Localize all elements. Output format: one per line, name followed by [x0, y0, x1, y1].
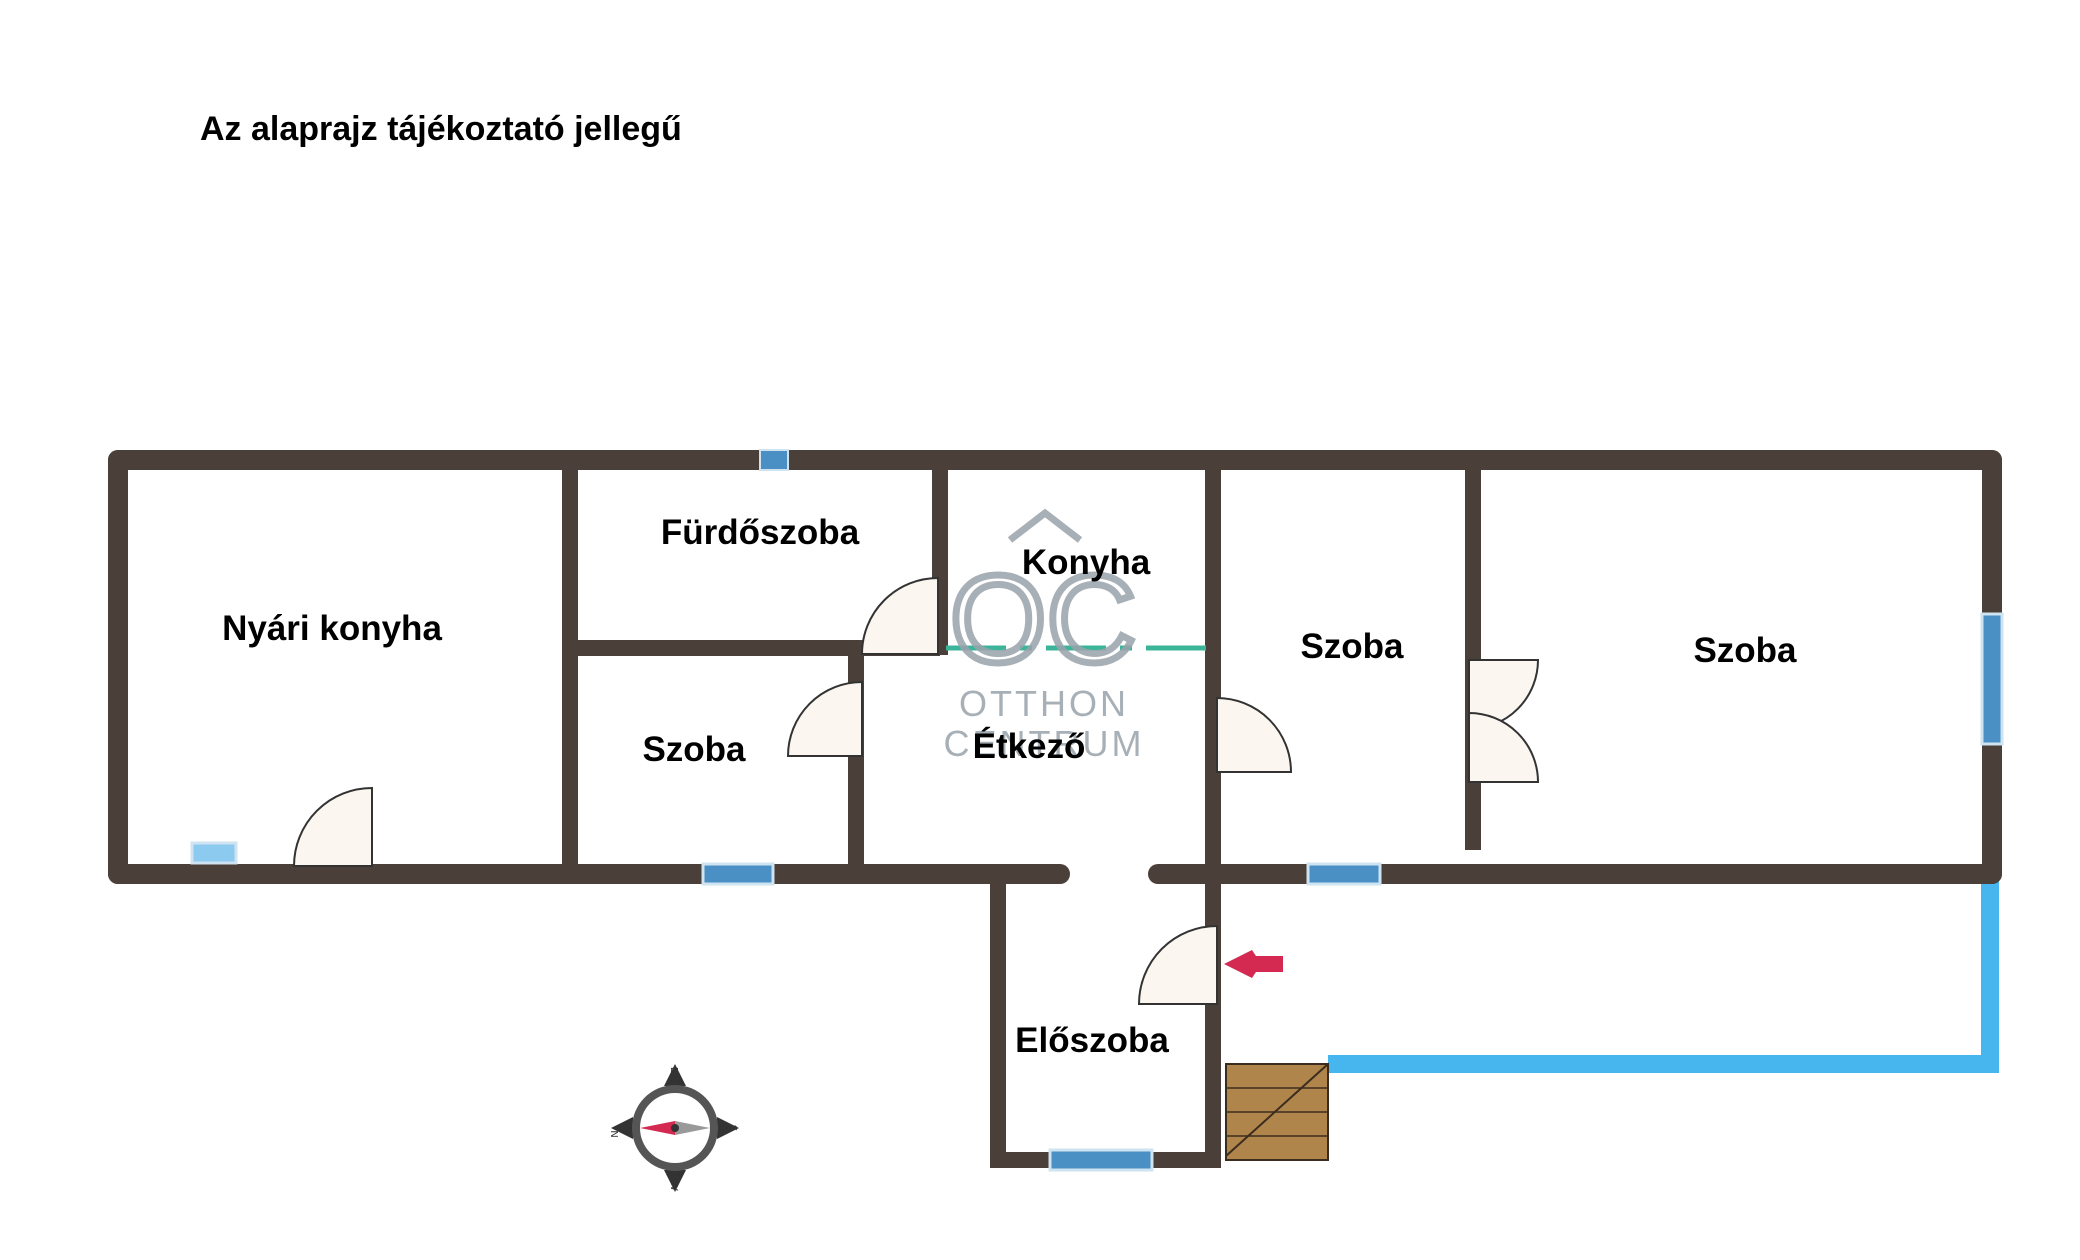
room-label-konyha: Konyha: [1022, 543, 1151, 582]
window-small-szoba: [701, 862, 775, 886]
door-szoba-right-bottom: [1468, 711, 1540, 783]
window-szoba-middle: [1306, 862, 1382, 886]
doors: [292, 576, 1540, 1005]
door-furdoszoba: [860, 576, 939, 655]
door-nyari-konyha: [292, 786, 373, 867]
watermark-line2: CENTRUM: [944, 723, 1145, 764]
watermark-mark: OC: [950, 551, 1136, 689]
terrace-outline: [1328, 874, 1999, 1073]
windows: [190, 449, 2004, 1172]
window-bath-top: [759, 449, 789, 471]
room-label-szoba-right: Szoba: [1693, 631, 1797, 670]
door-eloszoba: [1137, 924, 1218, 1005]
room-label-furdoszoba: Fürdőszoba: [661, 513, 860, 552]
compass-north: N: [610, 1130, 621, 1137]
entrance-stairs: [1225, 1063, 1329, 1161]
window-eloszoba: [1048, 1148, 1154, 1172]
disclaimer-text: Az alaprajz tájékoztató jellegű: [200, 110, 682, 148]
entrance-arrow-icon: [1224, 950, 1283, 978]
watermark-logo: OC OTTHON CENTRUM: [944, 508, 1145, 764]
room-label-nyari-konyha: Nyári konyha: [222, 609, 442, 648]
room-label-etkezo: Étkező: [973, 726, 1086, 766]
window-szoba-right: [1980, 612, 2004, 746]
door-szoba-small: [786, 680, 863, 757]
compass-west: W: [668, 1181, 679, 1191]
room-label-eloszoba: Előszoba: [1015, 1021, 1169, 1060]
compass-icon: N E S W: [610, 1064, 739, 1192]
window-nyari-konyha: [190, 841, 238, 865]
walls: [108, 450, 2002, 884]
compass-east: E: [668, 1067, 679, 1073]
compass-south: S: [727, 1125, 738, 1131]
door-szoba-middle: [1216, 696, 1293, 773]
watermark-line1: OTTHON: [959, 683, 1129, 724]
room-label-szoba-middle: Szoba: [1300, 627, 1404, 666]
room-label-szoba-small: Szoba: [642, 730, 746, 769]
